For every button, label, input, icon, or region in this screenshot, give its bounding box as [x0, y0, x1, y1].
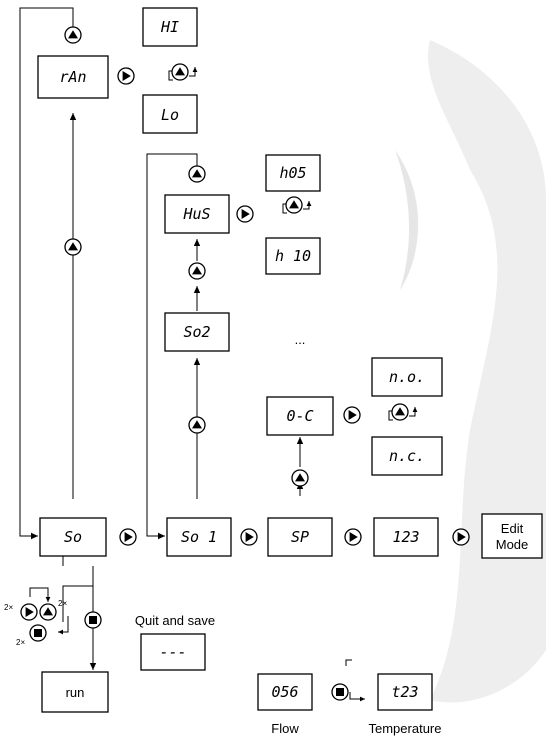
ellipsis-label: ... [295, 332, 306, 347]
display-sp: SP [267, 517, 333, 557]
right-button-icon[interactable] [117, 67, 135, 85]
svg-text:n.o.: n.o. [389, 368, 425, 386]
svg-text:Edit: Edit [501, 521, 524, 536]
stop-button-icon[interactable] [29, 624, 47, 642]
svg-text:0-C: 0-C [286, 407, 313, 425]
display-so1: So 1 [166, 517, 232, 557]
display-oc: 0-C [266, 396, 334, 436]
svg-text:Lo: Lo [161, 106, 179, 124]
display-hi: HI [142, 7, 198, 47]
display-dashes: --- [140, 633, 206, 671]
svg-text:h 10: h 10 [275, 247, 311, 265]
svg-text:123: 123 [392, 528, 419, 546]
up-button-icon[interactable] [291, 469, 309, 487]
svg-text:h05: h05 [279, 164, 306, 182]
up-button-icon[interactable] [171, 63, 189, 81]
display-no: n.o. [371, 357, 443, 397]
display-ran: rAn [37, 55, 109, 99]
display-so2: So2 [164, 312, 230, 352]
up-button-icon[interactable] [188, 262, 206, 280]
display-hus: HuS [164, 194, 230, 234]
up-button-icon[interactable] [39, 603, 57, 621]
display-h05: h05 [265, 154, 321, 192]
display-lo: Lo [142, 94, 198, 134]
right-button-icon[interactable] [20, 603, 38, 621]
svg-text:SP: SP [291, 528, 309, 546]
run-box: run [41, 671, 109, 713]
right-button-icon[interactable] [343, 406, 361, 424]
svg-text:run: run [66, 685, 85, 700]
flow-label: Flow [271, 721, 299, 736]
up-button-icon[interactable] [391, 403, 409, 421]
up-button-icon[interactable] [64, 26, 82, 44]
connection-lines [19, 7, 418, 702]
right-button-icon[interactable] [344, 528, 362, 546]
display-so: So [39, 517, 107, 557]
stop-button-icon[interactable] [331, 683, 349, 701]
svg-text:So 1: So 1 [181, 528, 217, 546]
up-button-icon[interactable] [188, 165, 206, 183]
display-flow-value: 056 [257, 673, 313, 711]
up-button-icon[interactable] [64, 238, 82, 256]
svg-text:056: 056 [271, 683, 298, 701]
display-h10: h 10 [265, 237, 321, 275]
two-times-label: 2× [4, 603, 13, 612]
two-times-label: 2× [16, 638, 25, 647]
svg-text:---: --- [159, 643, 186, 661]
temperature-label: Temperature [369, 721, 442, 736]
stop-button-icon[interactable] [84, 611, 102, 629]
svg-text:HI: HI [160, 18, 179, 36]
up-button-icon[interactable] [188, 416, 206, 434]
svg-text:HuS: HuS [182, 205, 210, 223]
svg-text:Mode: Mode [496, 537, 529, 552]
right-button-icon[interactable] [452, 528, 470, 546]
up-button-icon[interactable] [285, 196, 303, 214]
quit-save-label: Quit and save [135, 613, 215, 628]
svg-text:So2: So2 [183, 323, 210, 341]
right-button-icon[interactable] [236, 205, 254, 223]
svg-text:n.c.: n.c. [389, 447, 425, 465]
edit-mode-box: Edit Mode [481, 513, 543, 559]
svg-text:So: So [64, 528, 82, 546]
svg-text:t23: t23 [391, 683, 418, 701]
right-button-icon[interactable] [240, 528, 258, 546]
svg-text:rAn: rAn [59, 68, 86, 86]
right-button-icon[interactable] [119, 528, 137, 546]
display-nc: n.c. [371, 436, 443, 476]
display-123: 123 [373, 517, 439, 557]
two-times-label: 2× [58, 599, 67, 608]
display-temp-value: t23 [377, 673, 433, 711]
